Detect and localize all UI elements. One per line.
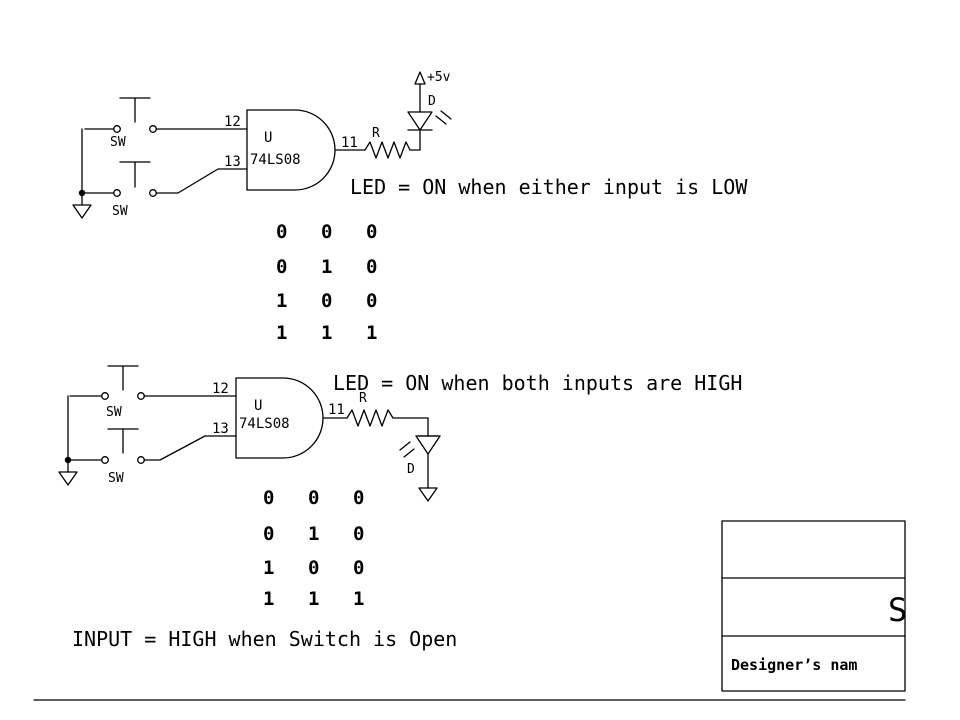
gate-1-pin-b: 13: [224, 154, 241, 170]
tt1-r2-b: 1: [321, 256, 332, 278]
tt1-r3-out: 0: [366, 290, 377, 312]
tt1-r3-a: 1: [276, 290, 287, 312]
and-gate-2: [235, 377, 324, 459]
gate-2-pin-out: 11: [328, 402, 345, 418]
and-gate-1: [246, 109, 336, 191]
gate-1-ref: U: [264, 130, 272, 146]
sheet-title: S: [888, 591, 907, 629]
tt2-r2-b: 1: [308, 523, 319, 545]
truth-table-1: 0 0 0 0 1 0 1 0 0 1 1 1: [276, 221, 377, 344]
wire-in-b-2: [143, 435, 237, 461]
switch-1a-label: SW: [110, 135, 126, 150]
gate-1-pin-a: 12: [224, 114, 241, 130]
tt1-r2-a: 0: [276, 256, 287, 278]
note-1: LED = ON when either input is LOW: [350, 175, 748, 199]
switch-1b: [113, 161, 157, 197]
gate-2-ref: U: [254, 398, 262, 414]
led-1: [407, 111, 433, 131]
title-block-frame: [721, 520, 906, 692]
junction-dot-2: [64, 456, 72, 464]
tt1-r2-out: 0: [366, 256, 377, 278]
ground-symbol-2: [58, 471, 78, 486]
circuit-2: SW SW U 74LS08 12 13 11 R D LED = ON whe: [58, 365, 742, 610]
supply-arrow-1: [414, 71, 426, 85]
ground-symbol-1: [72, 204, 92, 219]
note-2: LED = ON when both inputs are HIGH: [333, 371, 742, 395]
gate-2-pin-a: 12: [212, 381, 229, 397]
gate-1-part: 74LS08: [250, 152, 301, 168]
tt2-r1-a: 0: [263, 487, 274, 509]
tt1-r1-out: 0: [366, 221, 377, 243]
resistor-2-label: R: [359, 391, 367, 406]
tt2-r1-b: 0: [308, 487, 319, 509]
switch-2b: [101, 428, 145, 464]
switch-2a: [69, 365, 145, 400]
tt2-r3-a: 1: [263, 557, 274, 579]
tt2-r4-a: 1: [263, 588, 274, 610]
supply-label: +5v: [427, 70, 451, 85]
tt1-r4-a: 1: [276, 322, 287, 344]
led-2: [415, 435, 441, 455]
led-1-label: D: [428, 94, 436, 109]
tt1-r4-out: 1: [366, 322, 377, 344]
tt2-r2-out: 0: [353, 523, 364, 545]
tt1-r1-b: 0: [321, 221, 332, 243]
gate-2-pin-b: 13: [212, 421, 229, 437]
switch-1b-label: SW: [112, 204, 128, 219]
resistor-2: [346, 409, 429, 427]
switch-2a-label: SW: [106, 405, 122, 420]
tt1-r4-b: 1: [321, 322, 332, 344]
tt2-r2-a: 0: [263, 523, 274, 545]
switch-1a: [84, 97, 157, 133]
gate-1-pin-out: 11: [341, 135, 358, 151]
tt2-r4-out: 1: [353, 588, 364, 610]
title-block: S Designer’s nam: [721, 520, 907, 692]
truth-table-2: 0 0 0 0 1 0 1 0 0 1 1 1: [263, 487, 364, 610]
input-note: INPUT = HIGH when Switch is Open: [72, 627, 457, 651]
resistor-1: [364, 141, 421, 159]
tt2-r1-out: 0: [353, 487, 364, 509]
led-2-label: D: [407, 462, 415, 477]
tt2-r3-out: 0: [353, 557, 364, 579]
ground-symbol-3: [418, 487, 438, 502]
tt2-r4-b: 1: [308, 588, 319, 610]
tt1-r3-b: 0: [321, 290, 332, 312]
junction-dot-1: [78, 189, 86, 197]
tt1-r1-a: 0: [276, 221, 287, 243]
gate-2-part: 74LS08: [239, 416, 290, 432]
switch-2b-label: SW: [108, 471, 124, 486]
tt2-r3-b: 0: [308, 557, 319, 579]
designer-name-label: Designer’s nam: [731, 656, 857, 674]
resistor-1-label: R: [372, 126, 380, 141]
circuit-1: SW SW U 74LS08 12 13 11 R: [72, 70, 748, 344]
wire-in-b-1: [155, 168, 248, 194]
